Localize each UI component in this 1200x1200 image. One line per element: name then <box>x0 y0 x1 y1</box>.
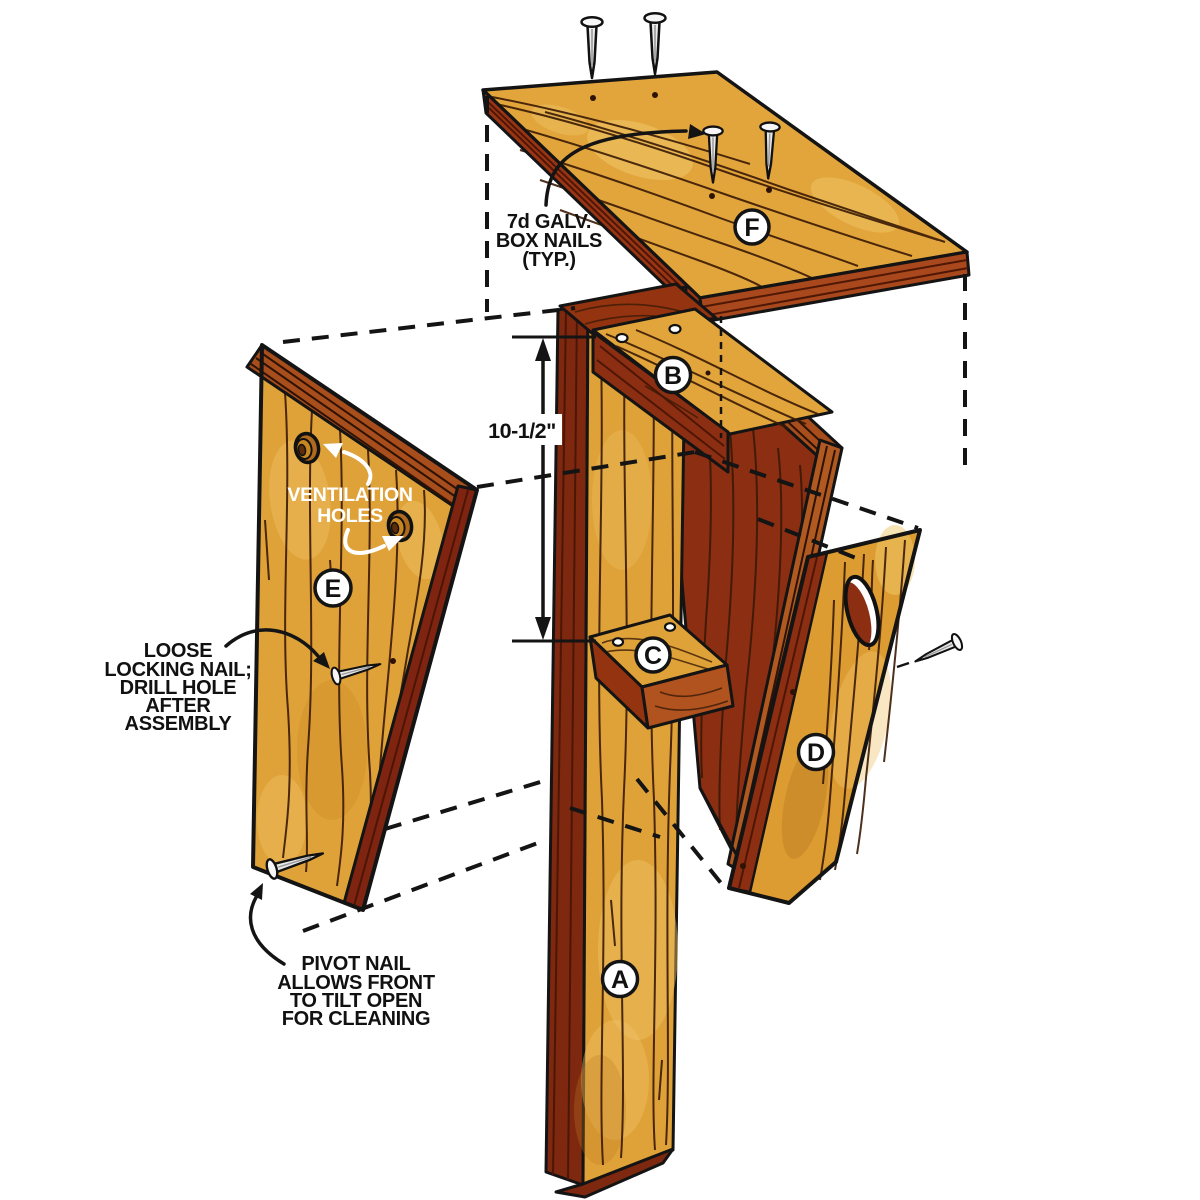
front-panel <box>727 525 922 905</box>
note-box-nails-line1: 7d GALV. <box>507 211 591 233</box>
dimension-label: 10-1/2" <box>488 419 556 443</box>
part-badge-floor-cleat: C <box>634 636 672 674</box>
part-badge-roof-cleat: B <box>653 355 693 395</box>
part-letter: E <box>325 575 342 603</box>
back-face-highlights <box>574 430 678 1165</box>
roof-panel <box>481 11 971 324</box>
part-badge-back-board: A <box>600 959 640 999</box>
roof-grain <box>491 96 946 288</box>
dimension-10-5: 10-1/2" <box>484 335 596 643</box>
nail-hole <box>740 863 746 869</box>
note-ventilation-line1: VENTILATION <box>287 484 412 506</box>
leader-arrowhead-icon <box>323 443 343 458</box>
note-pivot-nail: PIVOT NAIL ALLOWS FRONT TO TILT OPEN FOR… <box>248 883 435 1030</box>
part-letter: A <box>611 966 629 994</box>
note-pivot-line1: PIVOT NAIL <box>301 953 410 975</box>
part-letter: C <box>644 642 662 670</box>
drilled-hole <box>390 658 396 664</box>
part-letter: F <box>744 214 759 242</box>
frontD-outline <box>727 528 922 905</box>
cleat-nail-hole <box>663 622 677 632</box>
part-badge-roof-panel: F <box>733 208 771 246</box>
part-badge-side-panel: E <box>313 568 353 608</box>
note-box-nails-line2: BOX NAILS <box>496 230 602 252</box>
sideE-highlights <box>257 440 444 865</box>
cleat-nail-hole <box>615 332 629 344</box>
note-locking-line1: LOOSE <box>144 640 213 662</box>
back-bottom-end <box>554 1147 675 1199</box>
note-locking-nail: LOOSE LOCKING NAIL; DRILL HOLE AFTER ASS… <box>104 628 330 735</box>
leader-arrowhead-icon <box>688 124 706 139</box>
roof-cleat <box>591 307 834 474</box>
ventilation-hole-icon <box>293 431 321 465</box>
note-ventilation-line2: HOLES <box>317 505 383 527</box>
part-badge-front-panel: D <box>796 732 836 772</box>
arrow-up-icon <box>535 338 551 361</box>
roof-nail-icon <box>580 15 604 80</box>
back-top-end <box>558 282 718 342</box>
leader-arrowhead-icon <box>382 536 404 551</box>
note-pivot-line3: TO TILT OPEN <box>290 990 422 1012</box>
front-panel-nail <box>896 631 966 671</box>
note-pivot-line4: FOR CLEANING <box>282 1008 431 1030</box>
roof-nail-holes <box>590 92 772 199</box>
part-letter: D <box>807 739 825 767</box>
side-panel-removable <box>245 343 479 912</box>
dimension-label-bg <box>484 414 562 445</box>
roof-cleat-grain <box>605 329 819 429</box>
note-box-nails-line3: (TYP.) <box>522 249 575 271</box>
note-locking-line3: DRILL HOLE <box>120 677 237 699</box>
arrow-down-icon <box>535 617 551 640</box>
leader-arrowhead-icon <box>313 652 330 669</box>
roof-nail-icon <box>643 11 667 76</box>
nail-hole <box>790 689 796 695</box>
cleat-nail-hole <box>668 323 682 335</box>
leader-arrowhead-icon <box>250 883 263 900</box>
note-pivot-line2: ALLOWS FRONT <box>277 972 435 994</box>
ventilation-hole-icon <box>386 509 414 543</box>
sideE-face <box>253 368 461 902</box>
nail-icon <box>910 631 966 671</box>
note-locking-line4: AFTER <box>145 695 211 717</box>
part-letter: B <box>664 362 682 390</box>
note-locking-line5: ASSEMBLY <box>125 713 233 735</box>
note-ventilation: VENTILATION HOLES <box>287 443 413 555</box>
cleat-nail-hole <box>611 637 625 647</box>
projection-lines <box>282 96 967 933</box>
note-box-nails: 7d GALV. BOX NAILS (TYP.) <box>496 124 706 271</box>
note-locking-line2: LOCKING NAIL; <box>104 659 251 681</box>
